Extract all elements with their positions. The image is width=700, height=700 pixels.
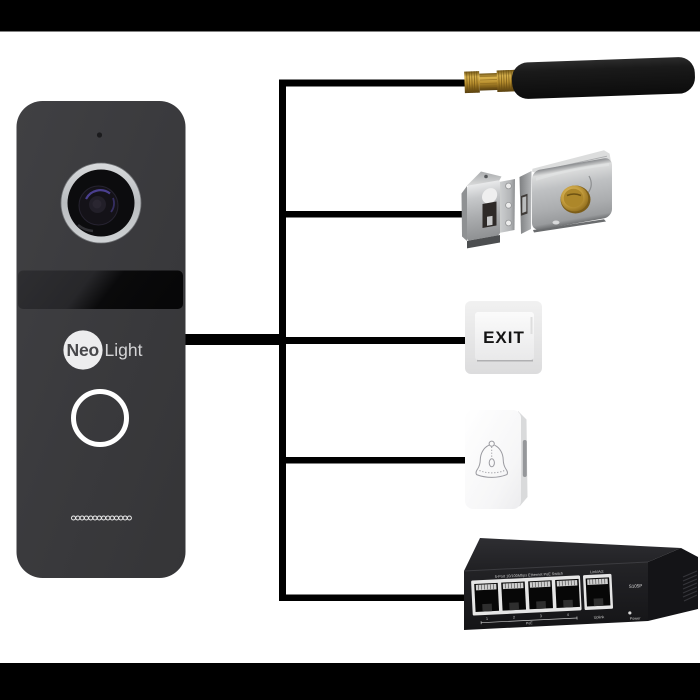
svg-text:Link/Act: Link/Act (590, 570, 605, 575)
svg-text:3: 3 (540, 614, 542, 618)
svg-text:1: 1 (486, 617, 488, 621)
svg-text:EXIT: EXIT (483, 328, 525, 347)
svg-text:PoE: PoE (526, 621, 534, 625)
svg-text:Uplink: Uplink (594, 615, 605, 620)
svg-text:Neo: Neo (67, 340, 99, 360)
svg-text:4: 4 (567, 613, 569, 617)
svg-text:Light: Light (105, 340, 143, 360)
svg-text:S105P: S105P (629, 583, 643, 589)
svg-text:2: 2 (513, 616, 515, 620)
svg-text:Power: Power (630, 616, 642, 621)
svg-text:5-Port 10/100Mbps Ethernet PoE: 5-Port 10/100Mbps Ethernet PoE Switch (495, 572, 563, 579)
